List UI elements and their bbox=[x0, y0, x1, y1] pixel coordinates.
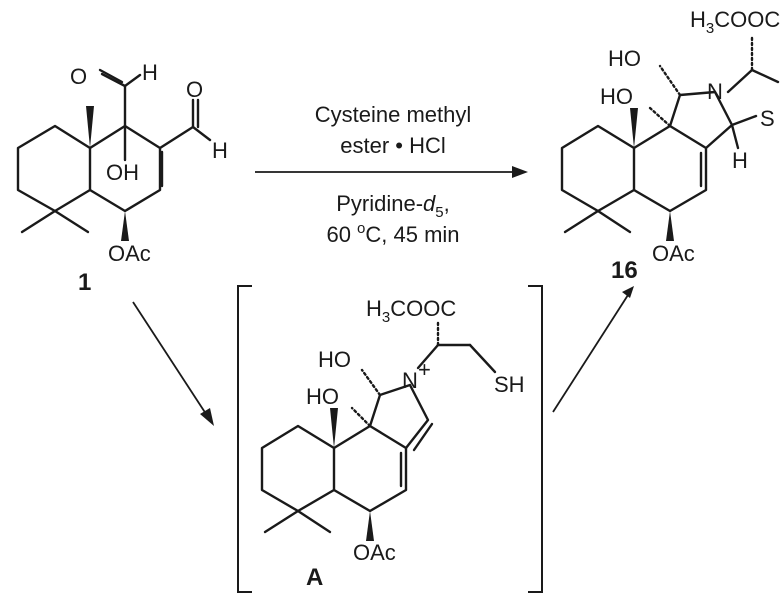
c1-cho-h-bond bbox=[123, 73, 142, 88]
c16-ho-bond bbox=[648, 106, 672, 128]
c16-wedge-oac bbox=[666, 211, 674, 241]
a-atom-ester: H3COOC bbox=[366, 296, 456, 326]
condition-solvent-sub: 5 bbox=[435, 204, 443, 221]
c1-atom-o: O bbox=[186, 77, 203, 102]
compound-1: O H O H OH OAc 1 bbox=[16, 60, 228, 296]
c1-ring-a bbox=[16, 124, 92, 213]
a-atom-ho: HO bbox=[306, 384, 339, 409]
a-atom-sh: SH bbox=[494, 372, 525, 397]
a-ho-bond bbox=[350, 406, 372, 428]
c1-cho2-bond bbox=[158, 125, 195, 150]
a-atom-oac: OAc bbox=[353, 540, 396, 565]
condition-solvent-name: Pyridine- bbox=[336, 191, 423, 216]
arrow-head bbox=[200, 408, 214, 426]
condition-temp-value: 60 bbox=[326, 222, 357, 247]
reaction-arrow-main bbox=[255, 166, 528, 178]
c16-ester-text: H3COOC bbox=[690, 7, 780, 37]
c16-ho-bond bbox=[658, 64, 682, 97]
c1-cho2-h-bond bbox=[191, 125, 212, 142]
a-wedge-methyl bbox=[330, 408, 338, 448]
c1-atom-o: O bbox=[70, 64, 87, 89]
c1-atom-oh: OH bbox=[106, 160, 139, 185]
arrow-shaft bbox=[132, 301, 209, 418]
c16-methyl bbox=[596, 209, 632, 234]
a-atom-n: N bbox=[402, 368, 418, 393]
arrow-from-intermediate bbox=[552, 286, 634, 413]
c1-cho-bond bbox=[100, 72, 127, 88]
a-ring-c bbox=[368, 383, 430, 450]
bracket-right bbox=[528, 285, 543, 593]
a-methyl bbox=[296, 509, 332, 534]
compound-number-1: 1 bbox=[78, 269, 91, 296]
bracket-left bbox=[237, 285, 252, 593]
c16-ring-a bbox=[560, 124, 636, 213]
c16-ring-d bbox=[726, 68, 780, 94]
condition-reagent-line2: ester • HCl bbox=[340, 133, 446, 158]
compound-number-16: 16 bbox=[611, 257, 638, 284]
c1-atom-h: H bbox=[212, 138, 228, 163]
c16-atom-ho: HO bbox=[600, 84, 633, 109]
a-iminium-double bbox=[412, 422, 434, 452]
c1-atom-h: H bbox=[142, 60, 158, 85]
c1-methyl bbox=[20, 209, 57, 234]
condition-temp-unit-time: C, 45 min bbox=[365, 222, 459, 247]
condition-solvent-d: d bbox=[423, 191, 436, 216]
a-n-chain bbox=[416, 343, 440, 370]
arrow-to-intermediate bbox=[132, 301, 214, 426]
a-ring-a bbox=[260, 424, 336, 513]
c16-atom-ester: H3COOC bbox=[690, 7, 780, 37]
c1-wedge-oac bbox=[121, 211, 129, 241]
c1-wedge-methyl bbox=[86, 106, 94, 148]
c16-ring-c bbox=[668, 90, 734, 150]
c16-methyl bbox=[563, 209, 600, 234]
c16-wedge-methyl bbox=[630, 108, 638, 148]
c16-ring-b bbox=[632, 124, 708, 213]
c1-cho-double bbox=[98, 68, 124, 84]
c1-ring-b bbox=[88, 124, 162, 213]
c16-atom-oac: OAc bbox=[652, 241, 695, 266]
intermediate-a: H3COOC HO HO N + SH OAc A bbox=[260, 296, 525, 591]
c1-methyl bbox=[53, 209, 90, 234]
arrow-head bbox=[622, 286, 634, 298]
c1-atom-oac: OAc bbox=[108, 241, 151, 266]
a-ho-bond bbox=[360, 368, 382, 397]
c16-h-bond bbox=[730, 123, 740, 150]
c16-atom-s: S bbox=[760, 106, 775, 131]
condition-solvent-comma: , bbox=[444, 191, 450, 216]
intermediate-label-a: A bbox=[306, 564, 323, 591]
arrow-shaft bbox=[552, 294, 629, 413]
a-positive-charge: + bbox=[418, 357, 431, 382]
intermediate-brackets bbox=[237, 285, 543, 593]
c16-atom-h: H bbox=[732, 148, 748, 173]
c16-cs-bond bbox=[730, 114, 758, 127]
a-atom-ho: HO bbox=[318, 347, 351, 372]
c16-atom-n: N bbox=[707, 79, 723, 104]
arrow-head bbox=[512, 166, 528, 178]
condition-temperature-time: 60 oC, 45 min bbox=[326, 220, 459, 247]
condition-reagent-line1: Cysteine methyl bbox=[315, 102, 472, 127]
c16-atom-ho: HO bbox=[608, 46, 641, 71]
a-ring-b bbox=[332, 424, 408, 513]
a-methyl bbox=[263, 509, 300, 534]
condition-solvent: Pyridine-d5, bbox=[336, 191, 450, 221]
a-wedge-oac bbox=[366, 511, 374, 541]
compound-16: H3COOC HO HO N S H OAc 16 bbox=[560, 7, 780, 284]
a-chain bbox=[468, 343, 497, 374]
condition-degree-sign: o bbox=[357, 220, 365, 237]
